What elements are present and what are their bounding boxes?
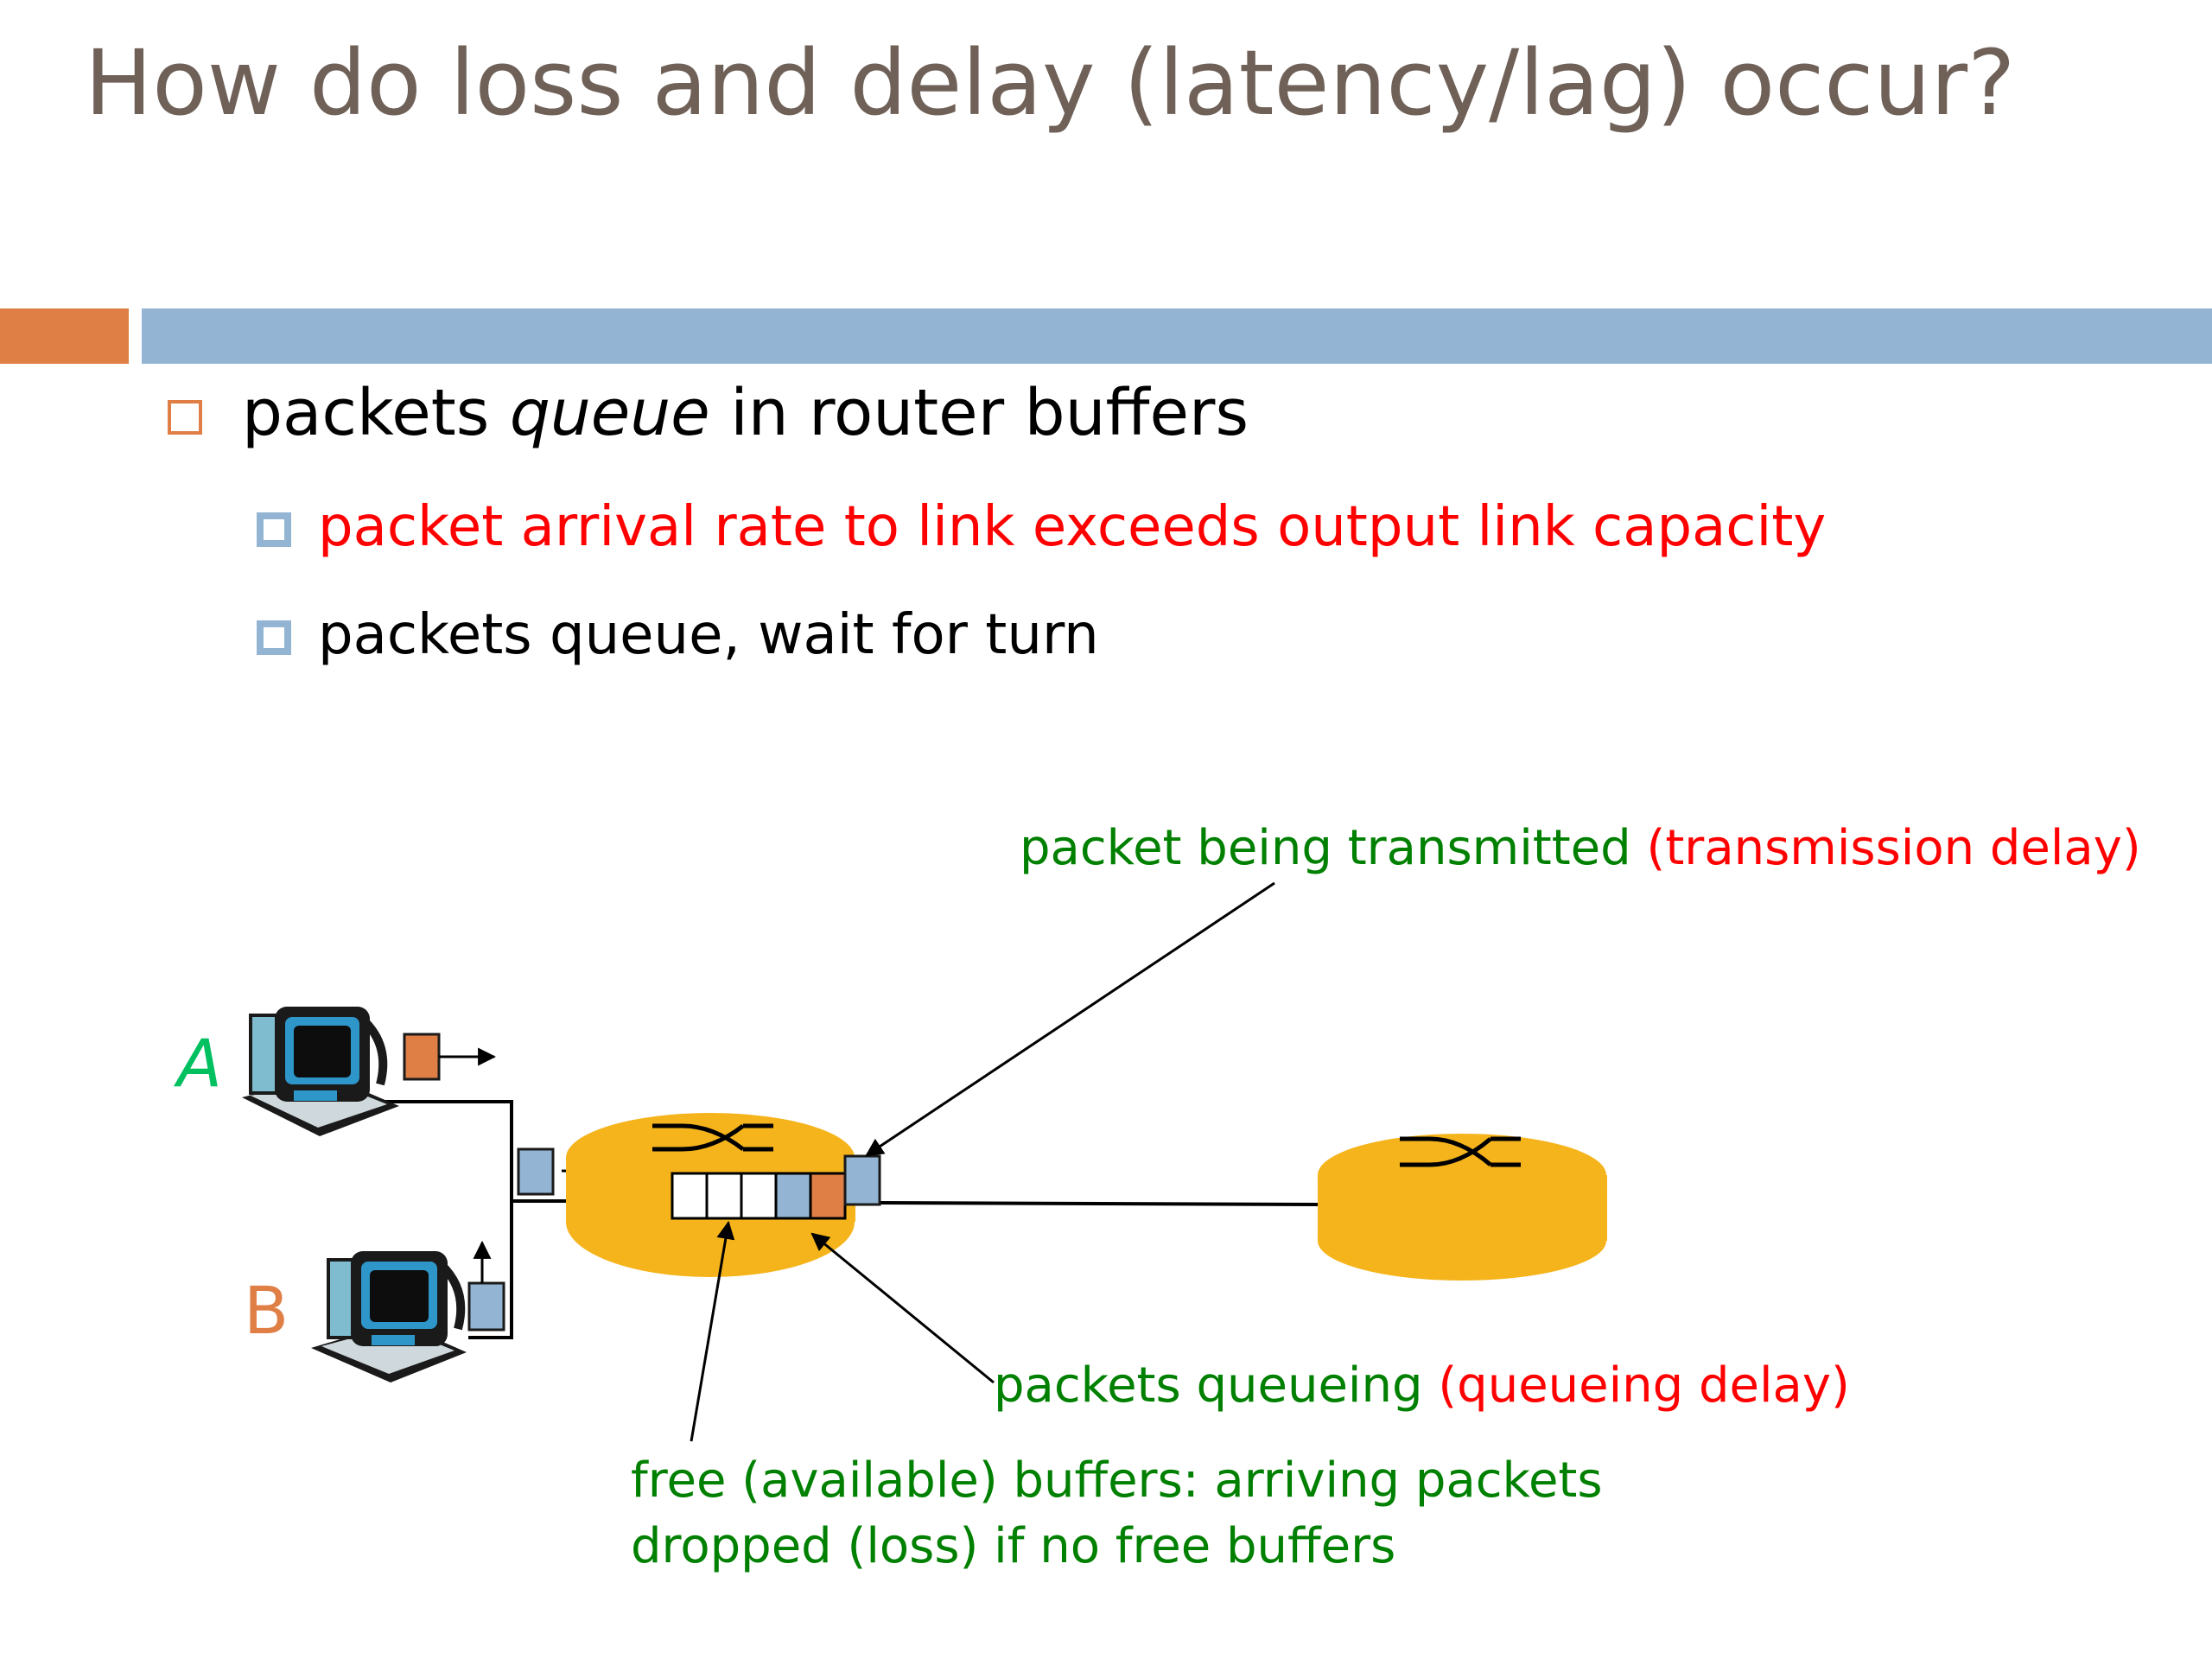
free-buffer-slot — [740, 1172, 778, 1220]
queued-packet-blue — [774, 1172, 812, 1220]
sub-bullet-marker-icon — [257, 512, 291, 547]
host-a-computer-icon — [242, 1007, 399, 1136]
router-2 — [1318, 1134, 1607, 1281]
network-links — [363, 1100, 1321, 1339]
label-queueing-main: packets queueing — [994, 1357, 1439, 1414]
router-queue-buffer — [671, 1172, 847, 1220]
queued-packet-orange — [809, 1172, 847, 1220]
free-buffer-slot — [671, 1172, 709, 1220]
router-2-switch-icon — [1400, 1136, 1521, 1167]
label-transmitted-main: packet being transmitted — [1020, 820, 1647, 876]
transmitting-packet — [843, 1154, 881, 1206]
bullet-main: packets queue in router buffers — [242, 370, 1249, 456]
bullet-main-post: in router buffers — [709, 376, 1249, 450]
free-buffers-callout-arrow — [690, 1220, 735, 1442]
host-b-packet — [467, 1281, 505, 1332]
free-buffer-slot — [705, 1172, 743, 1220]
bullet-main-emphasis: queue — [509, 376, 710, 450]
host-a-packet — [403, 1033, 441, 1081]
router-1-switch-icon — [652, 1123, 773, 1152]
title-accent-bar-orange — [0, 308, 129, 364]
bullet-marker-icon — [168, 400, 202, 435]
queueing-callout-arrow — [810, 1232, 995, 1384]
slide-title: How do loss and delay (latency/lag) occu… — [85, 30, 2016, 136]
label-free-buffers-line1: free (available) buffers: arriving packe… — [631, 1452, 1603, 1509]
label-transmission-delay: (transmission delay) — [1646, 820, 2141, 876]
sub-bullet-wait-turn: packets queue, wait for turn — [318, 603, 1099, 667]
label-packets-queueing: packets queueing (queueing delay) — [994, 1353, 1850, 1419]
host-a-label: A — [177, 1025, 222, 1102]
sub-bullet-marker-icon — [257, 620, 291, 655]
host-b-computer-icon — [311, 1251, 467, 1382]
host-b-label: B — [244, 1272, 289, 1349]
label-packet-transmitted: packet being transmitted (transmission d… — [1020, 816, 2141, 881]
transmitted-callout-arrow — [865, 881, 1275, 1157]
incoming-packet — [517, 1147, 555, 1196]
bullet-main-pre: packets — [242, 376, 510, 450]
sub-bullet-arrival-rate: packet arrival rate to link exceeds outp… — [318, 495, 1827, 559]
title-accent-bar-blue — [142, 308, 2212, 364]
label-free-buffers-line2: dropped (loss) if no free buffers — [631, 1518, 1396, 1574]
label-queueing-delay: (queueing delay) — [1438, 1357, 1850, 1414]
